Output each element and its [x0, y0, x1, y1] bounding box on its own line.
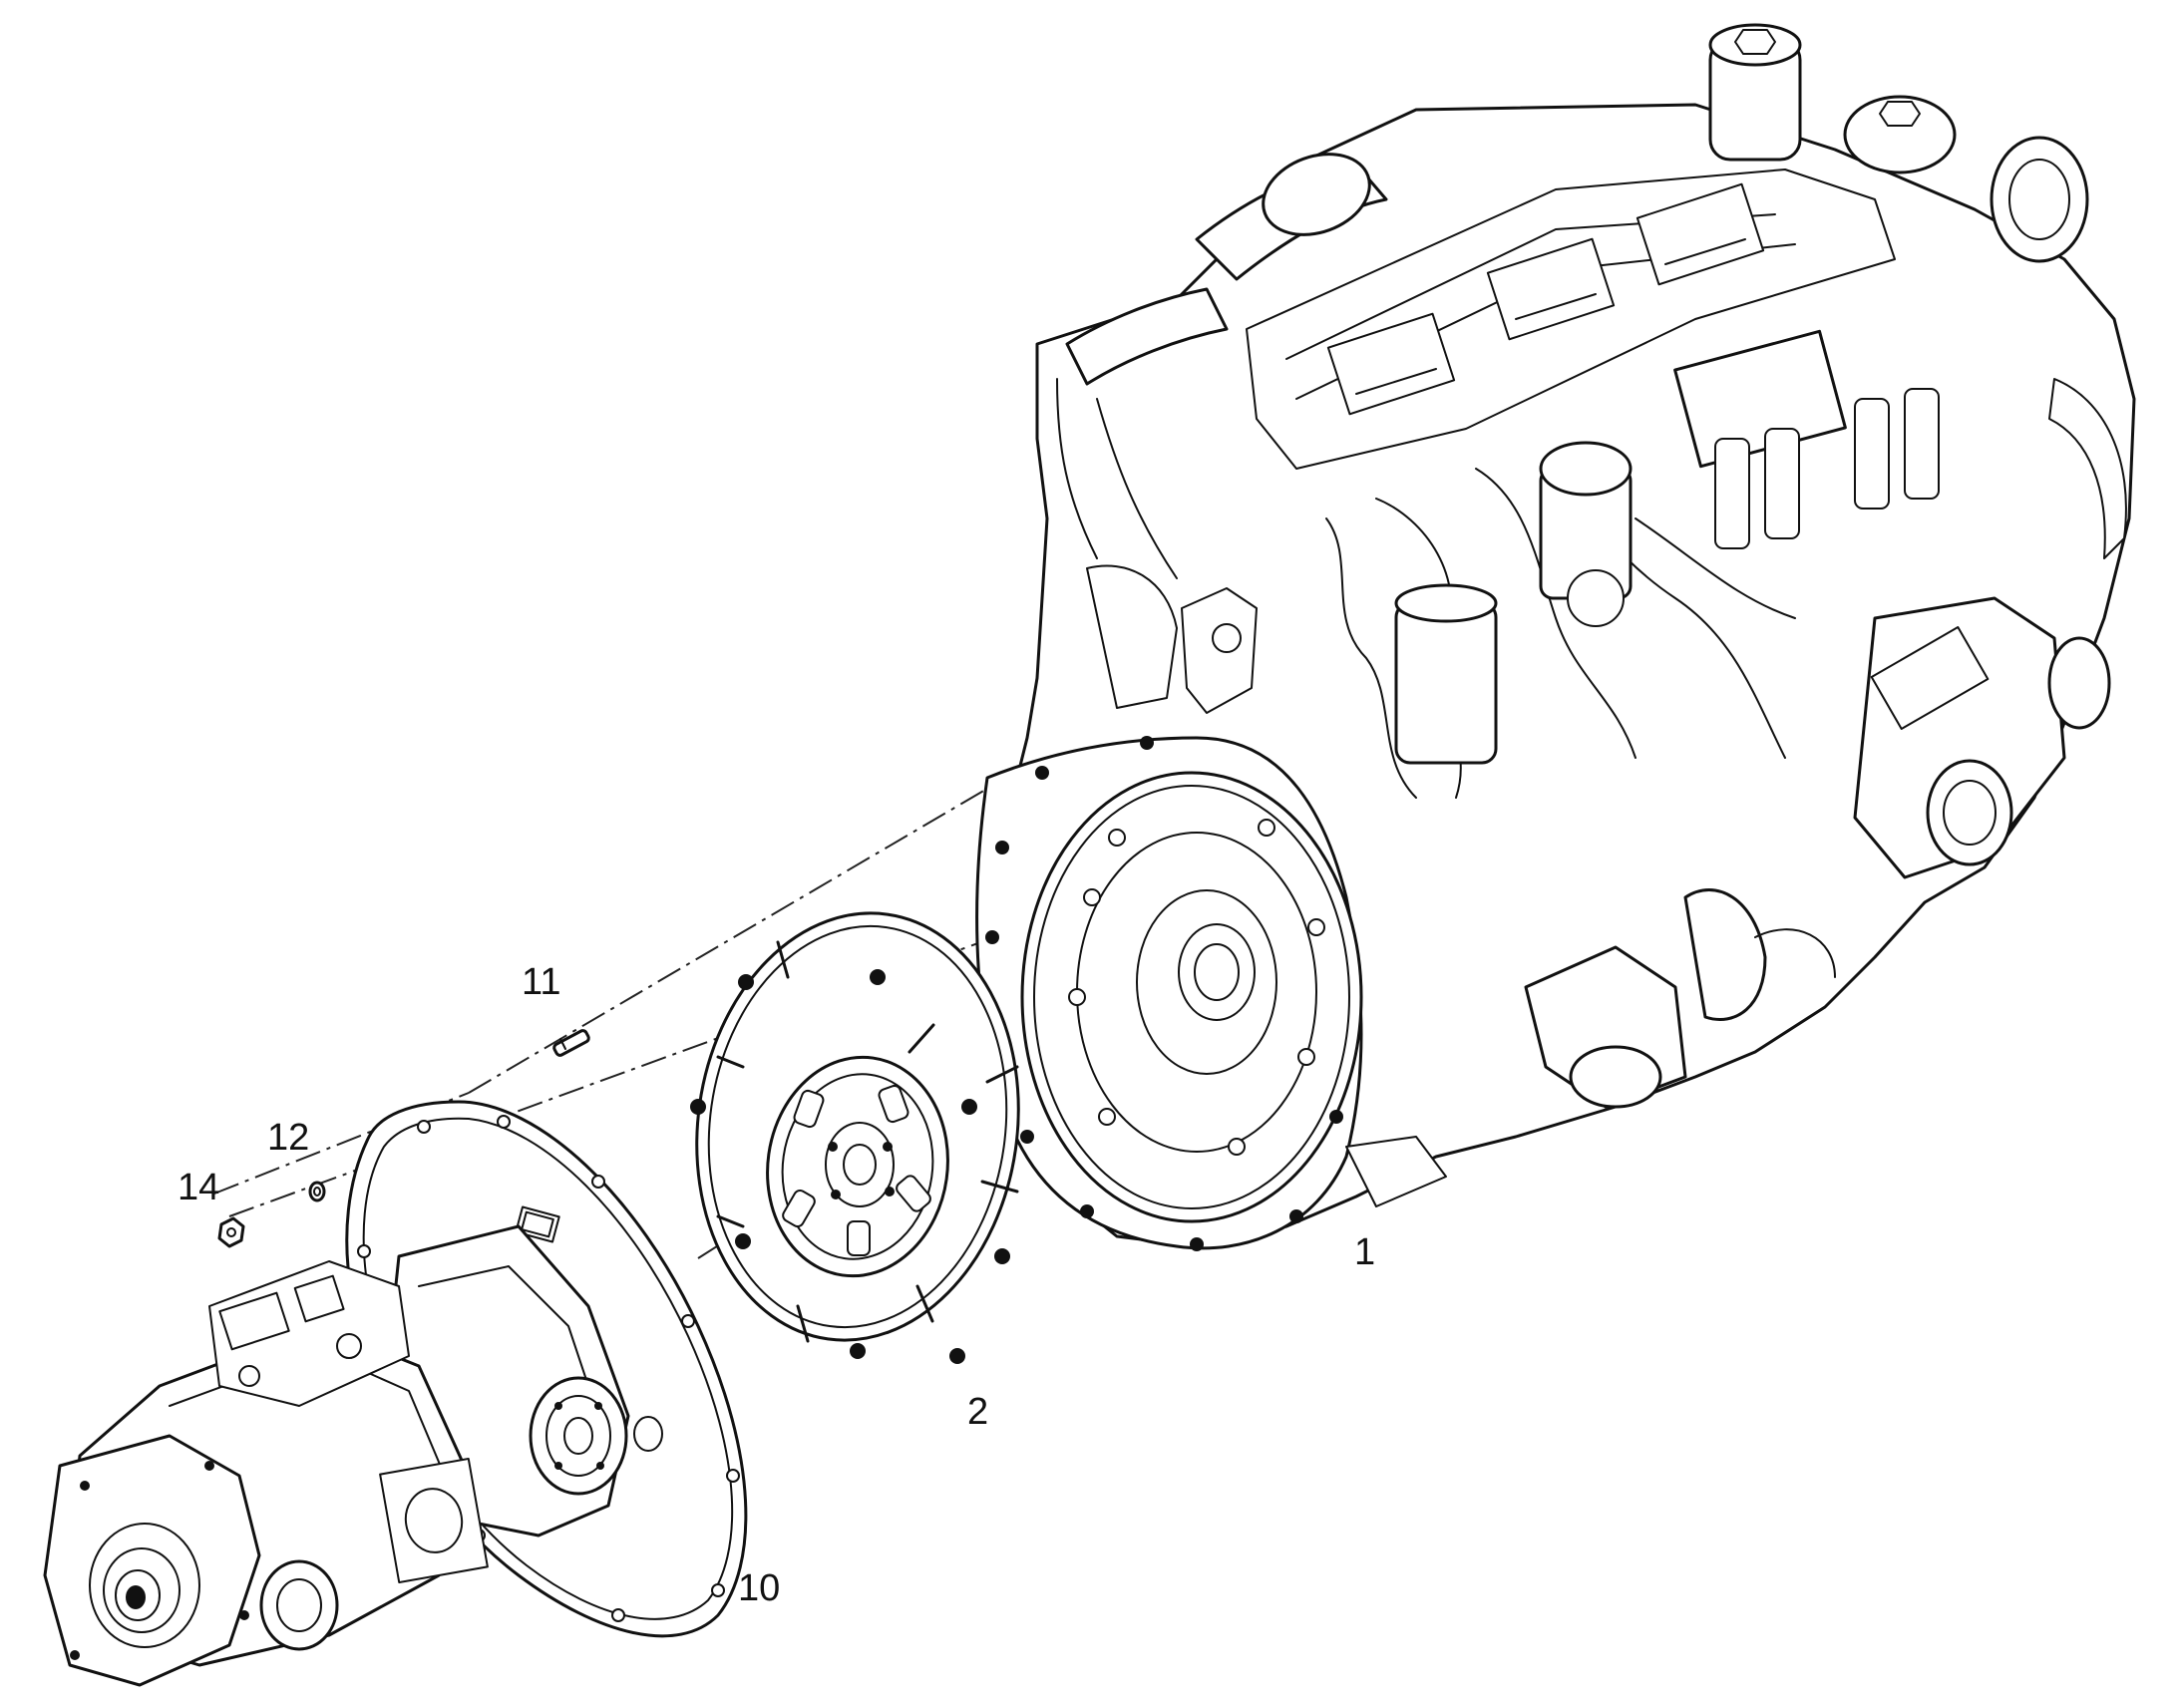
callout-washer: 12: [267, 1117, 309, 1159]
nut: [217, 1216, 245, 1248]
engine-assembly: [975, 23, 2136, 1251]
hydraulic-pump: [43, 1224, 630, 1687]
callout-nut: 14: [178, 1167, 219, 1208]
callout-engine: 1: [1354, 1231, 1375, 1273]
callout-labels: 1 2 10 11 12 14: [178, 961, 1375, 1609]
callout-adapter-plate: 10: [738, 1567, 780, 1609]
clutch-disc: [690, 911, 1020, 1364]
dowel-pin: [552, 1029, 590, 1057]
washer: [308, 1181, 326, 1202]
callout-dowel-pin: 11: [522, 961, 560, 1003]
callout-clutch-disc: 2: [967, 1391, 988, 1433]
